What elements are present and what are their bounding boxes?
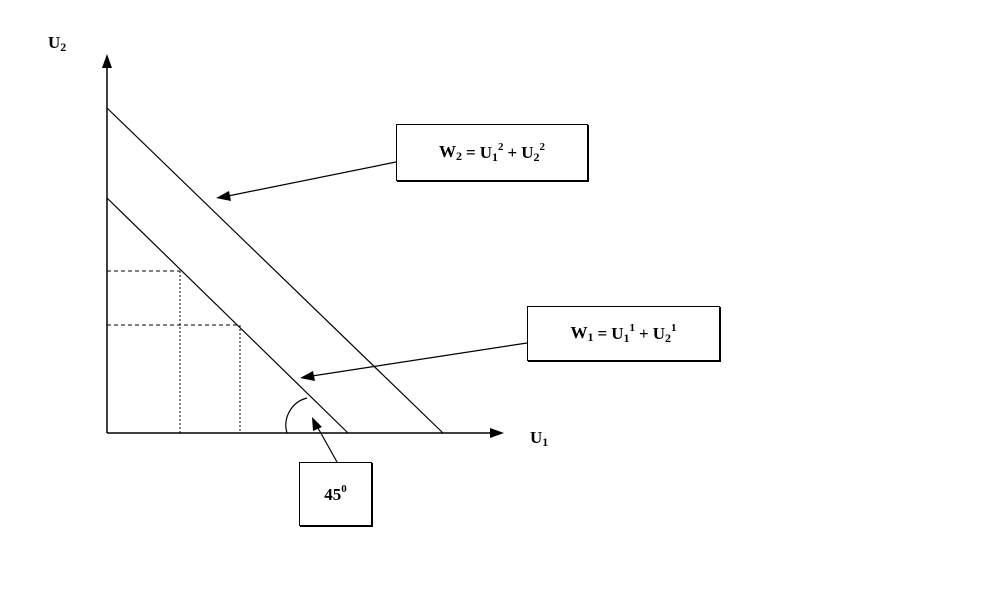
w1-term2: U21 [652, 321, 677, 345]
w1-equation-box: W1 = U11 + U21 [527, 306, 720, 361]
w2-equation-box: W2 = U12 + U22 [396, 124, 588, 181]
x-axis-label: U1 [530, 428, 549, 449]
w1-equals: = [597, 323, 608, 343]
angle-pointer-line [317, 427, 338, 463]
w1-pointer-arrowhead [300, 371, 315, 381]
angle-value: 450 [324, 483, 347, 504]
w1-pointer-line [311, 342, 528, 377]
x-axis-arrowhead [490, 428, 504, 438]
w1-line [106, 197, 349, 434]
angle-arc [285, 397, 308, 434]
w2-equals: = [466, 142, 476, 162]
angle-pointer-arrowhead [312, 417, 322, 431]
w2-lhs: W2 [439, 141, 463, 163]
w2-line [106, 107, 444, 434]
angle-box: 450 [299, 462, 372, 526]
w2-plus: + [507, 142, 518, 162]
y-axis-arrowhead [102, 54, 112, 68]
w1-plus: + [639, 323, 649, 343]
w2-term1: U12 [479, 140, 504, 164]
w2-term2: U22 [521, 140, 545, 164]
w1-term1: U11 [611, 321, 635, 345]
w2-pointer-arrowhead [216, 191, 231, 201]
w2-pointer-line [227, 161, 397, 197]
y-axis-label: U2 [48, 33, 67, 54]
w1-lhs: W1 [570, 322, 594, 344]
